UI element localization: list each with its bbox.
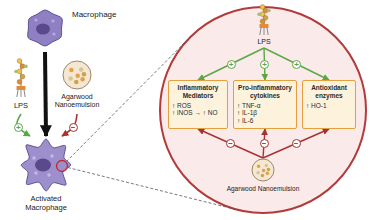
oil-droplet: [267, 168, 271, 172]
node-label: Agarwood Nanoemulsion: [223, 185, 303, 192]
oil-droplet: [257, 164, 261, 168]
lipid-tail: [260, 28, 261, 35]
box-item: ↑ HO-1: [306, 102, 352, 110]
nanoemulsion-icon: Agarwood Nanoemulsion: [50, 58, 104, 114]
process-box: Inflammatory Mediators ↑ ROS↑ iNOS → ↑ NO: [168, 80, 228, 129]
sugar-unit: [20, 64, 25, 69]
connector-arrow: [263, 129, 329, 158]
icon-figure: [8, 58, 34, 98]
lipid-tail: [24, 90, 25, 97]
cell-icon: Activated Macrophage: [14, 136, 78, 218]
nanoemulsion-droplet: [252, 159, 274, 181]
node-label: Macrophage: [72, 10, 120, 19]
sign-badge: +: [292, 60, 301, 69]
node-label: Activated Macrophage: [14, 195, 78, 212]
node-label: LPS: [250, 38, 278, 46]
sugar-unit: [20, 74, 25, 79]
cell-granule: [34, 171, 38, 175]
nanoemulsion-icon: Agarwood Nanoemulsion: [223, 158, 303, 204]
box-item: ↑ iNOS → ↑ NO: [172, 109, 224, 117]
icon-figure: [20, 2, 70, 52]
sign-badge: −: [260, 139, 269, 148]
macrophage-body: [28, 10, 63, 46]
cell-granule: [32, 156, 36, 160]
icon-figure: [14, 136, 78, 194]
box-heading: Antioxidant enzymes: [306, 84, 352, 100]
lipid-tail: [21, 90, 22, 97]
oil-droplet: [68, 76, 72, 80]
process-box: Antioxidant enzymes ↑ HO-1: [302, 80, 356, 129]
oil-droplet: [75, 73, 79, 77]
sugar-unit: [17, 69, 22, 74]
lipid-tail: [17, 90, 18, 97]
oil-droplet: [74, 80, 78, 84]
cell-granule: [34, 18, 37, 21]
lipid-tail: [264, 28, 265, 35]
sugar-unit: [17, 59, 22, 64]
box-item: ↑ TNF-α: [237, 102, 293, 110]
oil-droplet: [82, 72, 86, 76]
lipid-head: [17, 86, 26, 90]
oil-droplet: [79, 67, 83, 71]
cell-icon: Macrophage: [20, 2, 120, 52]
zoom-marker: [57, 161, 68, 172]
connector-arrow: [198, 48, 264, 80]
icon-figure: [254, 4, 274, 36]
connector-arrow: [45, 52, 46, 136]
sugar-branch: [24, 65, 27, 68]
process-box: Pro-inflammatory cytokines ↑ TNF-α↑ IL-1β…: [233, 80, 297, 129]
sugar-unit: [260, 19, 265, 24]
zoom-circle: [160, 7, 366, 213]
cell-nucleus: [36, 24, 50, 35]
molecule-icon: LPS: [4, 58, 38, 114]
oil-droplet: [256, 171, 260, 175]
oil-droplet: [261, 174, 265, 178]
activated-macrophage-body: [21, 139, 70, 191]
sign-badge: −: [292, 139, 301, 148]
oil-droplet: [266, 172, 270, 176]
connector-arrow: [62, 114, 77, 136]
oil-droplet: [265, 164, 269, 168]
node-label: LPS: [4, 102, 38, 111]
lipid-head: [260, 24, 269, 28]
connector-arrow: [264, 48, 329, 80]
sugar-branch: [257, 13, 260, 16]
sign-badge: −: [69, 123, 78, 132]
nanoemulsion-droplet: [63, 61, 91, 89]
icon-figure: [62, 60, 92, 90]
box-heading: Pro-inflammatory cytokines: [237, 84, 293, 100]
sugar-unit: [17, 79, 22, 84]
zoom-leader-line: [68, 168, 238, 211]
box-heading: Inflammatory Mediators: [172, 84, 224, 100]
sign-badge: +: [227, 60, 236, 69]
cell-nucleus: [35, 159, 51, 172]
oil-droplet: [69, 68, 73, 72]
sugar-branch: [267, 9, 270, 12]
box-item: ↑ IL-1β: [237, 109, 293, 117]
cell-granule: [47, 173, 51, 177]
icon-figure: [251, 158, 275, 182]
oil-droplet: [262, 169, 266, 173]
sign-badge: +: [14, 123, 23, 132]
box-item: ↑ ROS: [172, 102, 224, 110]
sugar-branch: [14, 70, 17, 73]
connector-arrow: [198, 129, 263, 158]
node-label: Agarwood Nanoemulsion: [50, 93, 104, 109]
molecule-icon: LPS: [250, 4, 278, 48]
oil-droplet: [80, 77, 84, 81]
cell-granule: [51, 19, 54, 22]
cell-granule: [52, 32, 55, 35]
cell-granule: [50, 154, 54, 158]
lipid-tail: [267, 28, 268, 35]
sign-badge: −: [226, 139, 235, 148]
sign-badge: +: [260, 60, 269, 69]
box-item: ↑ IL-6: [237, 117, 293, 125]
